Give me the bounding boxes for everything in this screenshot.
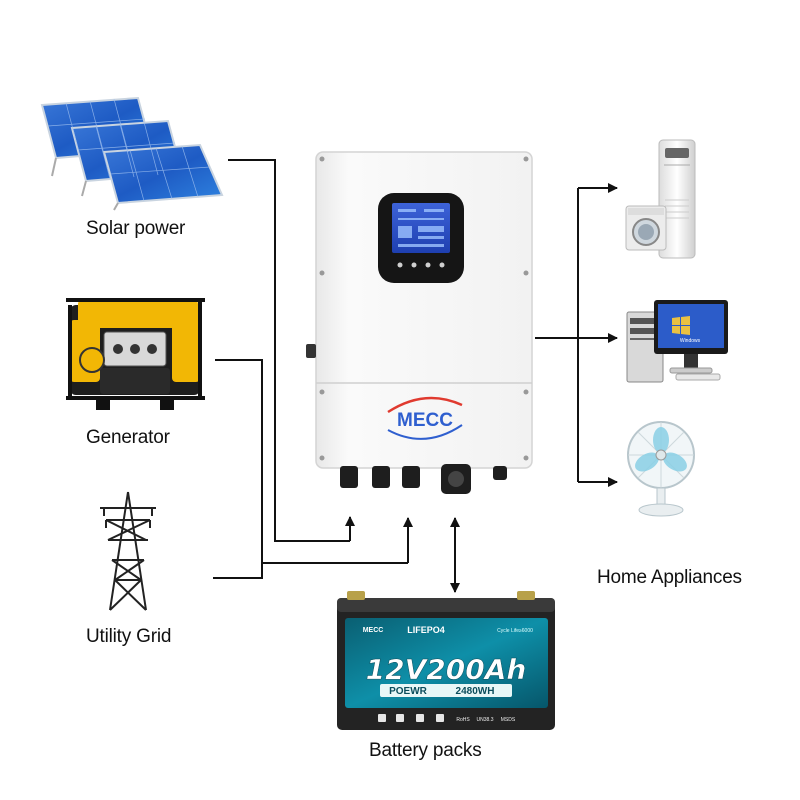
- recycle-icon: [378, 714, 386, 722]
- home-appliances-label: Home Appliances: [597, 567, 742, 588]
- air-conditioner-washer-icon: [625, 139, 696, 259]
- battery-energy-text: 2480WH: [456, 686, 495, 697]
- battery-brand-text: MECC: [363, 627, 384, 634]
- cert-icon: [436, 714, 444, 722]
- battery-cycle-text: Cycle Life≥6000: [497, 628, 533, 634]
- utility-connection-line: [213, 563, 263, 579]
- bin-icon: [416, 714, 424, 722]
- ce-mark-icon: [396, 714, 404, 722]
- cert-rohs-text: RoHS: [456, 717, 470, 723]
- cert-msds-text: MSDS: [501, 717, 516, 723]
- generator-connection-line: [215, 359, 408, 564]
- battery-chemistry-text: LIFEPO4: [407, 625, 445, 635]
- battery-packs-label: Battery packs: [369, 740, 482, 761]
- battery-rating-text: 12V200Ah: [366, 653, 527, 686]
- solar-connection-line: [228, 159, 350, 542]
- utility-grid-label: Utility Grid: [86, 626, 172, 647]
- solar-panel-icon: [40, 96, 224, 211]
- monitor-os-text: Windows: [680, 338, 701, 344]
- inverter-brand-logo: MECC: [387, 396, 463, 440]
- generator-label: Generator: [86, 427, 170, 448]
- cert-un-text: UN38.3: [477, 717, 494, 723]
- battery-pack: MECC LIFEPO4 Cycle Life≥6000 12V200Ah PO…: [337, 591, 555, 730]
- battery-subbrand-text: POEWR: [389, 686, 428, 697]
- connection-lines: [213, 159, 618, 593]
- utility-grid-tower-icon: [100, 491, 156, 611]
- electric-fan-icon: [627, 421, 695, 517]
- solar-power-label: Solar power: [86, 218, 186, 239]
- inverter-display: [378, 193, 464, 283]
- hybrid-inverter: MECC: [306, 151, 533, 494]
- desktop-computer-icon: Windows: [626, 300, 728, 383]
- generator-icon: [66, 298, 205, 410]
- inverter-brand-text: MECC: [397, 410, 453, 431]
- inverter-connectors: [340, 464, 507, 494]
